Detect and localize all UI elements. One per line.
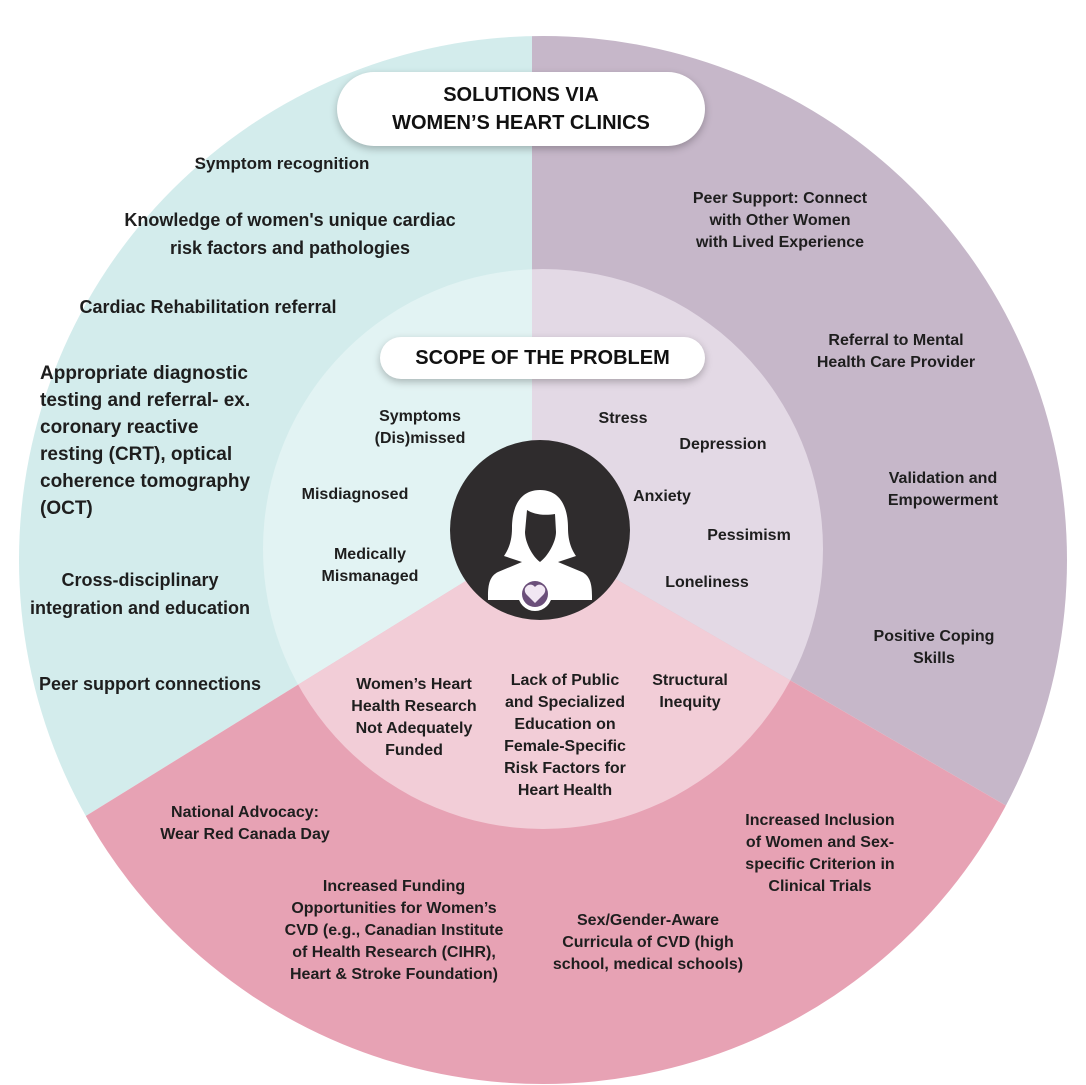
solution-item: Sex/Gender-Aware Curricula of CVD (high … bbox=[552, 912, 744, 973]
solution-item: Symptom recognition bbox=[194, 154, 370, 173]
solution-item: Increased Funding Opportunities for Wome… bbox=[284, 878, 504, 983]
problem-item: Pessimism bbox=[707, 527, 791, 544]
solution-item: Positive Coping Skills bbox=[873, 628, 995, 667]
systemic-inner-segment bbox=[263, 535, 823, 829]
problem-item: Structural Inequity bbox=[652, 672, 728, 711]
solution-item: Cross-disciplinary integration and educa… bbox=[29, 570, 251, 618]
solution-item: Referral to Mental Health Care Provider bbox=[816, 332, 976, 371]
problem-item: Lack of Public and Specialized Education… bbox=[504, 672, 626, 799]
problem-item: Medically Mismanaged bbox=[321, 546, 419, 585]
heart-icon bbox=[518, 577, 552, 611]
solutions-title: SOLUTIONS VIA WOMEN’S HEART CLINICS bbox=[337, 72, 705, 146]
problem-item: Anxiety bbox=[633, 488, 691, 505]
solution-item: National Advocacy: Wear Red Canada Day bbox=[160, 804, 330, 843]
problem-item: Misdiagnosed bbox=[301, 486, 409, 503]
woman-avatar-icon bbox=[450, 440, 630, 620]
scope-title: SCOPE OF THE PROBLEM bbox=[380, 337, 705, 379]
solution-item: Cardiac Rehabilitation referral bbox=[79, 297, 337, 317]
solution-item: Increased Inclusion of Women and Sex- sp… bbox=[745, 812, 895, 895]
solution-item: Knowledge of women's unique cardiac risk… bbox=[124, 210, 456, 258]
problem-item: Depression bbox=[679, 436, 767, 453]
problem-item: Stress bbox=[598, 410, 648, 427]
solution-item: Appropriate diagnostic testing and refer… bbox=[40, 363, 251, 519]
solution-item: Peer Support: Connect with Other Women w… bbox=[692, 190, 868, 251]
solution-item: Peer support connections bbox=[38, 674, 262, 694]
problem-item: Loneliness bbox=[665, 574, 749, 591]
problem-item: Symptoms (Dis)missed bbox=[374, 408, 466, 447]
solution-item: Validation and Empowerment bbox=[887, 470, 999, 509]
problem-item: Women’s Heart Health Research Not Adequa… bbox=[351, 676, 477, 759]
